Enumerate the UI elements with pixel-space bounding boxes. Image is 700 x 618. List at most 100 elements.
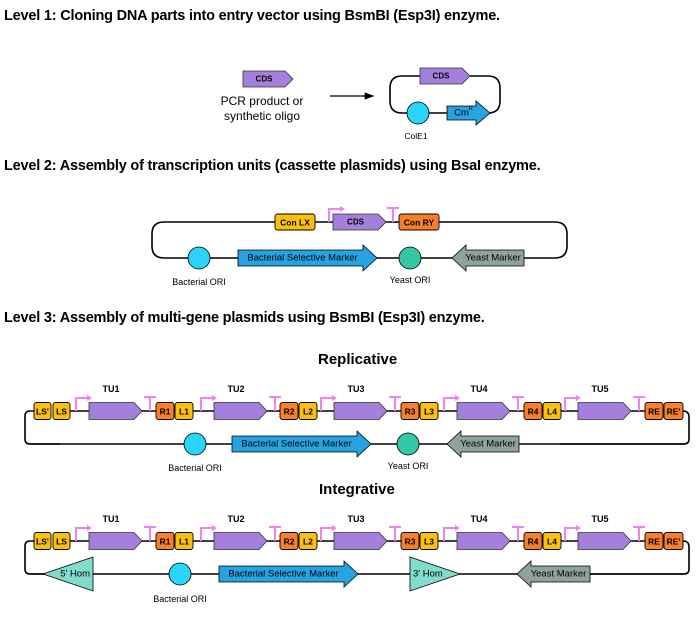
r3-connector — [400, 532, 420, 550]
tu3-cds — [333, 532, 388, 550]
bacterial-ori-label: Bacterial ORI — [172, 277, 226, 287]
l1-connector — [174, 402, 194, 420]
tu4-cds — [456, 402, 511, 420]
r2-connector — [279, 402, 299, 420]
l1-connector-label: L1 — [179, 407, 189, 417]
promoter-arrowhead-icon — [212, 395, 217, 401]
cole1-origin — [406, 101, 430, 125]
bacterial-ori — [183, 432, 207, 456]
level1-heading: Level 1: Cloning DNA parts into entry ve… — [4, 8, 500, 24]
ls-connector-label: LS — [56, 537, 67, 547]
r1-connector-label: R1 — [160, 537, 171, 547]
tu3-cds — [333, 402, 388, 420]
l2-connector — [298, 402, 318, 420]
r1-connector — [155, 532, 175, 550]
promoter-arrowhead-icon — [576, 525, 581, 531]
tu4-cds — [456, 532, 511, 550]
bacterial-ori — [187, 246, 211, 270]
bacterial-selective-marker-label: Bacterial Selective Marker — [228, 569, 338, 580]
promoter-arrowhead-icon — [455, 525, 460, 531]
terminator-icon — [387, 207, 399, 222]
con-lx-connector — [274, 213, 316, 231]
promoter-arrowhead-icon — [87, 525, 92, 531]
promoter-icon — [320, 397, 333, 411]
terminator-icon — [633, 396, 645, 411]
terminator-icon — [512, 396, 524, 411]
bacterial-ori-label: Bacterial ORI — [153, 594, 207, 604]
promoter-icon — [564, 527, 577, 541]
r4-connector-label: R4 — [528, 537, 539, 547]
l2-connector-label: L2 — [303, 407, 313, 417]
re-prime-connector — [663, 402, 684, 420]
yeast-ori — [398, 246, 422, 270]
cds-label: CDS — [347, 218, 365, 227]
promoter-icon — [564, 397, 577, 411]
tu5-cds — [577, 402, 632, 420]
r1-connector — [155, 402, 175, 420]
promoter-arrowhead-icon — [340, 206, 345, 212]
re-connector — [644, 402, 664, 420]
pcr-caption-line1: PCR product or — [221, 94, 304, 108]
terminator-icon — [269, 526, 281, 541]
l4-connector — [542, 402, 562, 420]
re-connector-label: RE — [648, 537, 660, 547]
terminator-icon — [512, 526, 524, 541]
five-prime-homology-arm — [41, 556, 94, 592]
l4-connector — [542, 532, 562, 550]
l3-connector — [419, 532, 439, 550]
tu2-cds — [213, 402, 268, 420]
three-prime-homology-arm-label: 3' Hom — [413, 569, 443, 580]
cassette-backbone — [151, 221, 568, 259]
bacterial-selective-marker — [218, 560, 359, 588]
tu4-label: TU4 — [470, 384, 487, 394]
promoter-arrowhead-icon — [212, 525, 217, 531]
ls-prime-connector — [33, 402, 52, 420]
tu2-label: TU2 — [227, 384, 244, 394]
entry-cds-part — [242, 70, 294, 88]
terminator-icon — [389, 396, 401, 411]
tu4-label: TU4 — [470, 514, 487, 524]
five-prime-homology-arm-label: 5' Hom — [60, 569, 90, 580]
tu1-cds — [88, 402, 143, 420]
tu2-cds — [213, 532, 268, 550]
terminator-icon — [144, 526, 156, 541]
re-connector-label: RE — [648, 407, 660, 417]
tu5-label: TU5 — [591, 384, 608, 394]
bacterial-selective-marker — [231, 430, 372, 458]
promoter-arrowhead-icon — [455, 395, 460, 401]
terminator-icon — [269, 396, 281, 411]
r2-connector-label: R2 — [284, 537, 295, 547]
tu1-label: TU1 — [102, 514, 119, 524]
l3-connector-label: L3 — [424, 537, 434, 547]
pcr-caption-line2: synthetic oligo — [224, 109, 300, 123]
r3-connector-label: R3 — [405, 407, 416, 417]
promoter-icon — [200, 397, 213, 411]
ls-prime-connector-label: LS' — [36, 537, 49, 547]
l4-connector-label: L4 — [547, 537, 557, 547]
left-loop-backbone — [24, 540, 60, 575]
three-prime-homology-arm — [409, 556, 462, 592]
re-prime-connector-label: RE' — [667, 407, 681, 417]
yeast-ori-label: Yeast ORI — [390, 275, 431, 285]
cm-resistance-marker-label: CmR — [454, 106, 473, 119]
promoter-arrowhead-icon — [87, 395, 92, 401]
bacterial-ori — [168, 562, 192, 586]
yeast-marker-label: Yeast Marker — [531, 569, 587, 580]
ls-prime-connector — [33, 532, 52, 550]
promoter-arrowhead-icon — [332, 395, 337, 401]
tu3-label: TU3 — [347, 514, 364, 524]
l3-connector-label: L3 — [424, 407, 434, 417]
con-ry-connector-label: Con RY — [404, 218, 435, 228]
promoter-icon — [443, 397, 456, 411]
cole1-label: ColE1 — [404, 131, 427, 141]
yeast-ori — [396, 432, 420, 456]
bacterial-selective-marker-label: Bacterial Selective Marker — [247, 253, 357, 264]
r2-connector-label: R2 — [284, 407, 295, 417]
right-loop-backbone — [560, 410, 690, 445]
tu1-label: TU1 — [102, 384, 119, 394]
right-loop-backbone — [560, 540, 690, 575]
left-loop-backbone — [24, 410, 60, 445]
